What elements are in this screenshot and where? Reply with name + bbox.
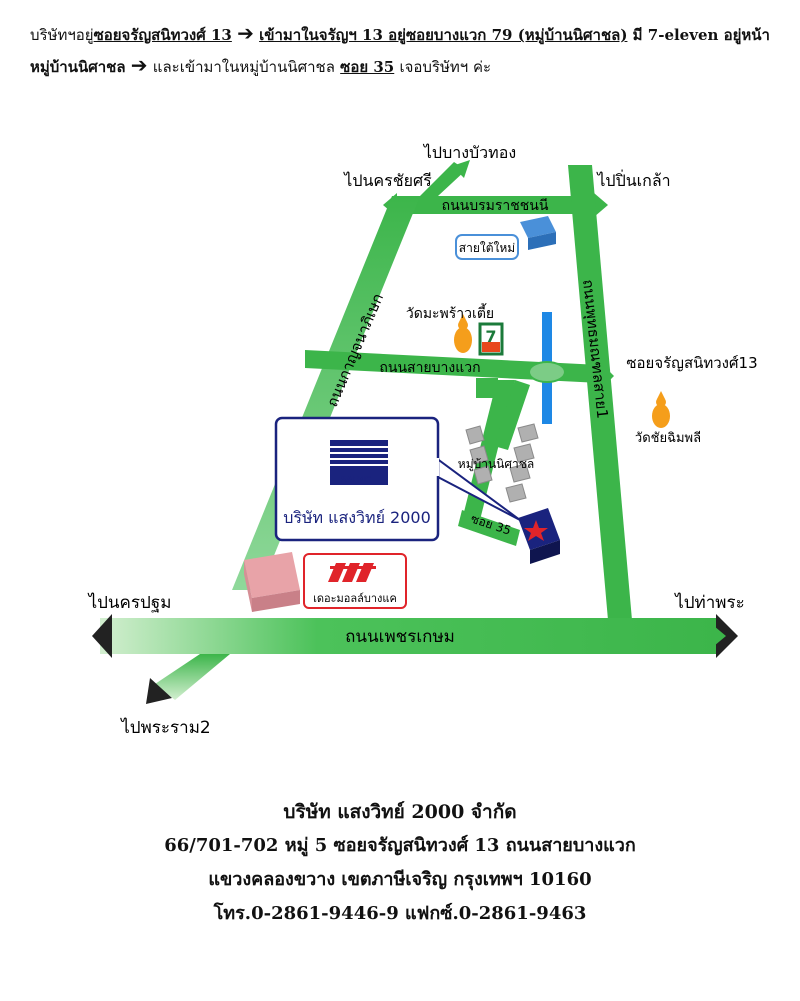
to-pin-klao-label: ไปปิ่นเกล้า	[595, 169, 670, 190]
to-nakhon-chai-si-label: ไปนครชัยศรี	[342, 171, 432, 190]
to-rama-2-label: ไปพระราม2	[119, 717, 211, 738]
right-arrow-icon: ➔	[130, 53, 148, 77]
address-line-2: แขวงคลองขวาง เขตภาษีเจริญ กรุงเทพฯ 10160	[208, 869, 592, 890]
soi-35-road	[458, 510, 520, 546]
seven-eleven-icon: 7	[478, 322, 504, 356]
nisachon-village-label: หมู่บ้านนิศาชล	[458, 457, 534, 472]
rama-2-road	[155, 654, 230, 700]
village-name: หมู่บ้านนิศาชล	[30, 58, 126, 76]
sai-bang-waek-road	[305, 350, 600, 383]
directions-line-1: บริษัทฯอยู่ซอยจรัญสนิทวงศ์ 13 ➔ เข้ามาใน…	[30, 18, 780, 50]
saeng-logo: SAENG	[330, 440, 388, 485]
ne-arrow-bangbuathong-icon	[452, 160, 470, 178]
company-name: บริษัท แสงวิทย์ 2000 จำกัด	[283, 801, 517, 823]
wat-chai-chimphli-label: วัดชัยฉิมพลี	[635, 430, 701, 446]
to-tha-phra-label: ไปท่าพระ	[673, 592, 745, 613]
the-mall-logo-icon	[328, 563, 376, 582]
phet-kasem-road	[100, 618, 720, 654]
seven-eleven-label: 7	[485, 327, 496, 346]
phutthamonthon-road	[568, 165, 632, 620]
company-box-name: บริษัท แสงวิทย์ 2000	[283, 508, 431, 527]
borom-road-label: ถนนบรมราชชนนี	[442, 198, 549, 214]
soi-charan-13-road	[590, 365, 605, 388]
the-mall-bang-khae: เดอะมอลล์บางแค	[244, 552, 407, 612]
logo-text: SAENG	[341, 475, 372, 484]
company-callout: SAENG บริษัท แสงวิทย์ 2000	[274, 416, 521, 542]
village-houses	[465, 423, 539, 503]
to-bang-bua-thong-label: ไปบางบัวทอง	[422, 143, 516, 162]
west-arrow-nakhonpathom-icon	[92, 614, 112, 658]
bus-terminal-label: สายใต้ใหม่	[459, 241, 515, 255]
company-star-icon	[524, 520, 548, 541]
borommaratchachonnani-road	[395, 196, 595, 214]
temple-chai-chimphli-icon	[652, 391, 670, 428]
east-arrow-thaphra-icon	[716, 614, 738, 658]
sw-arrow-rama2-icon	[146, 678, 172, 704]
seven-eleven-note: มี 7-eleven อยู่หน้า	[632, 26, 770, 44]
enter-village-text: และเข้ามาในหมู่บ้านนิศาชล	[152, 58, 335, 76]
directions-prefix: บริษัทฯอยู่	[30, 26, 94, 44]
directions-text: บริษัทฯอยู่ซอยจรัญสนิทวงศ์ 13 ➔ เข้ามาใน…	[30, 18, 780, 82]
bang-bua-thong-branch	[420, 162, 466, 196]
location-map: สายใต้ใหม่ 7 SAENG บริษัท	[87, 143, 758, 738]
east-arrow-borom-icon	[594, 193, 608, 217]
east-arrow-thaphra-inner	[714, 626, 726, 646]
meet-company-text: เจอบริษัทฯ ค่ะ	[399, 58, 492, 76]
phone-fax: โทร.0-2861-9446-9 แฟกซ์.0-2861-9463	[213, 903, 587, 924]
bridge	[528, 361, 566, 383]
company-building	[518, 508, 560, 564]
wat-maphrao-tia-label: วัดมะพร้าวเตี้ย	[406, 303, 494, 322]
village-road-branch	[494, 380, 530, 450]
temple-maphrao-tia-icon	[454, 314, 472, 353]
southern-bus-terminal: สายใต้ใหม่	[455, 216, 556, 260]
right-arrow-icon: ➔	[237, 21, 254, 45]
address-line-1: 66/701-702 หมู่ 5 ซอยจรัญสนิทวงศ์ 13 ถนน…	[164, 835, 636, 856]
village-side-road	[476, 378, 498, 398]
the-mall-label: เดอะมอลล์บางแค	[313, 592, 397, 605]
enter-charan-text: เข้ามาในจรัญฯ 13 อยู่ซอยบางแวก 79 (หมู่บ…	[259, 26, 628, 44]
directions-line-2: หมู่บ้านนิศาชล ➔ และเข้ามาในหมู่บ้านนิศา…	[30, 50, 780, 82]
company-address-block: บริษัท แสงวิทย์ 2000 จำกัด 66/701-702 หม…	[0, 795, 800, 931]
soi-35-text: ซอย 35	[340, 58, 395, 76]
soi-charan-13-label: ซอยจรัญสนิทวงศ์13	[626, 354, 757, 372]
bangwaek-road-label: ถนนสายบางแวก	[379, 360, 480, 376]
village-road-main	[462, 380, 515, 520]
soi-charan-13-link: ซอยจรัญสนิทวงศ์ 13	[93, 26, 232, 44]
to-nakhon-pathom-label: ไปนครปฐม	[87, 592, 172, 613]
phet-kasem-road-label: ถนนเพชรเกษม	[345, 627, 455, 647]
